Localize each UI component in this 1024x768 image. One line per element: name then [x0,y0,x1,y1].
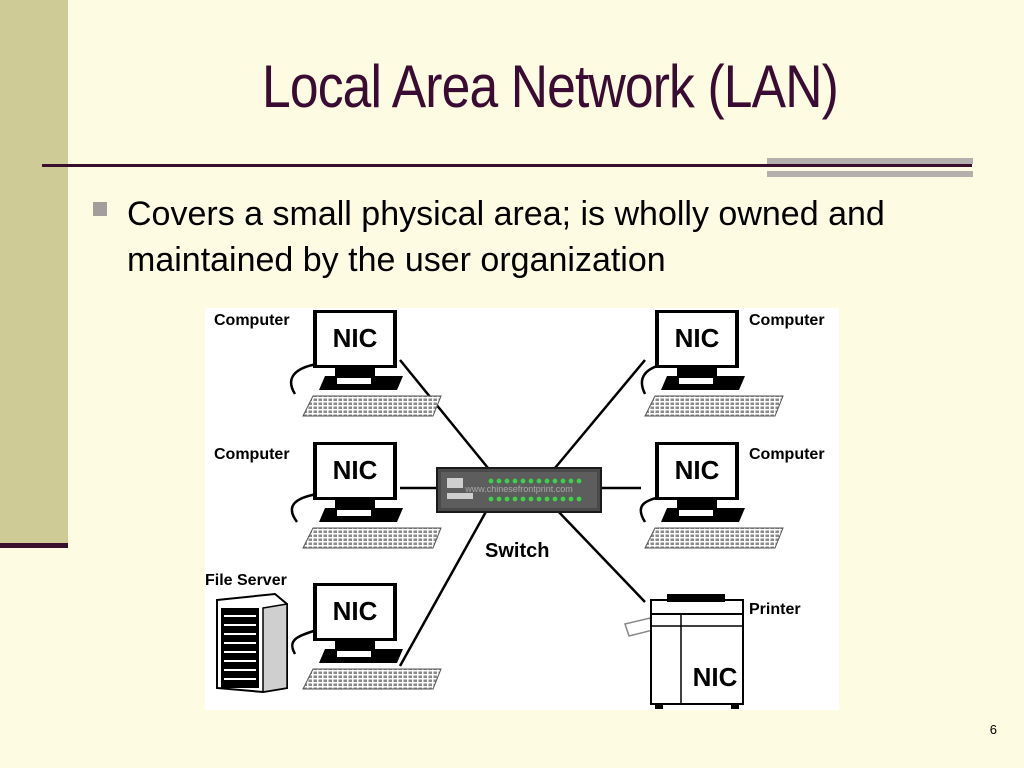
left-band-underline [0,543,68,548]
title-divider [42,164,972,167]
title-divider-accent-top [767,158,973,164]
label-file-server: File Server [205,572,287,589]
computer-icon-top-right: NIC [644,309,784,417]
nic-label: NIC [333,323,378,353]
nic-label: NIC [675,323,720,353]
computer-icon-top-left: NIC [302,309,442,417]
label-computer-tr: Computer [749,312,825,329]
file-server-icon [216,592,288,694]
title-divider-accent-bottom [767,171,973,177]
switch-watermark: www.chinesefrontprint.com [464,484,573,494]
nic-label: NIC [693,662,738,692]
computer-icon-bottom-left: NIC [302,582,442,690]
computer-icon-middle-right: NIC [644,441,784,549]
lan-diagram: Computer Computer File Server Computer C… [205,308,839,710]
page-number: 6 [989,722,997,737]
computer-icon-middle-left: NIC [302,441,442,549]
left-accent-band [0,0,68,548]
label-computer-ml: Computer [214,446,290,463]
nic-label: NIC [333,596,378,626]
bullet-text: Covers a small physical area; is wholly … [127,195,885,279]
label-printer: Printer [749,601,801,618]
printer-icon: NIC [624,594,744,709]
label-switch: Switch [485,540,549,562]
nic-label: NIC [675,455,720,485]
nic-label: NIC [333,455,378,485]
label-computer-mr: Computer [749,446,825,463]
label-computer-tl: Computer [214,312,290,329]
bullet-marker-icon [93,202,107,216]
switch-icon: www.chinesefrontprint.com [436,467,602,513]
slide-title: Local Area Network (LAN) [262,53,839,120]
